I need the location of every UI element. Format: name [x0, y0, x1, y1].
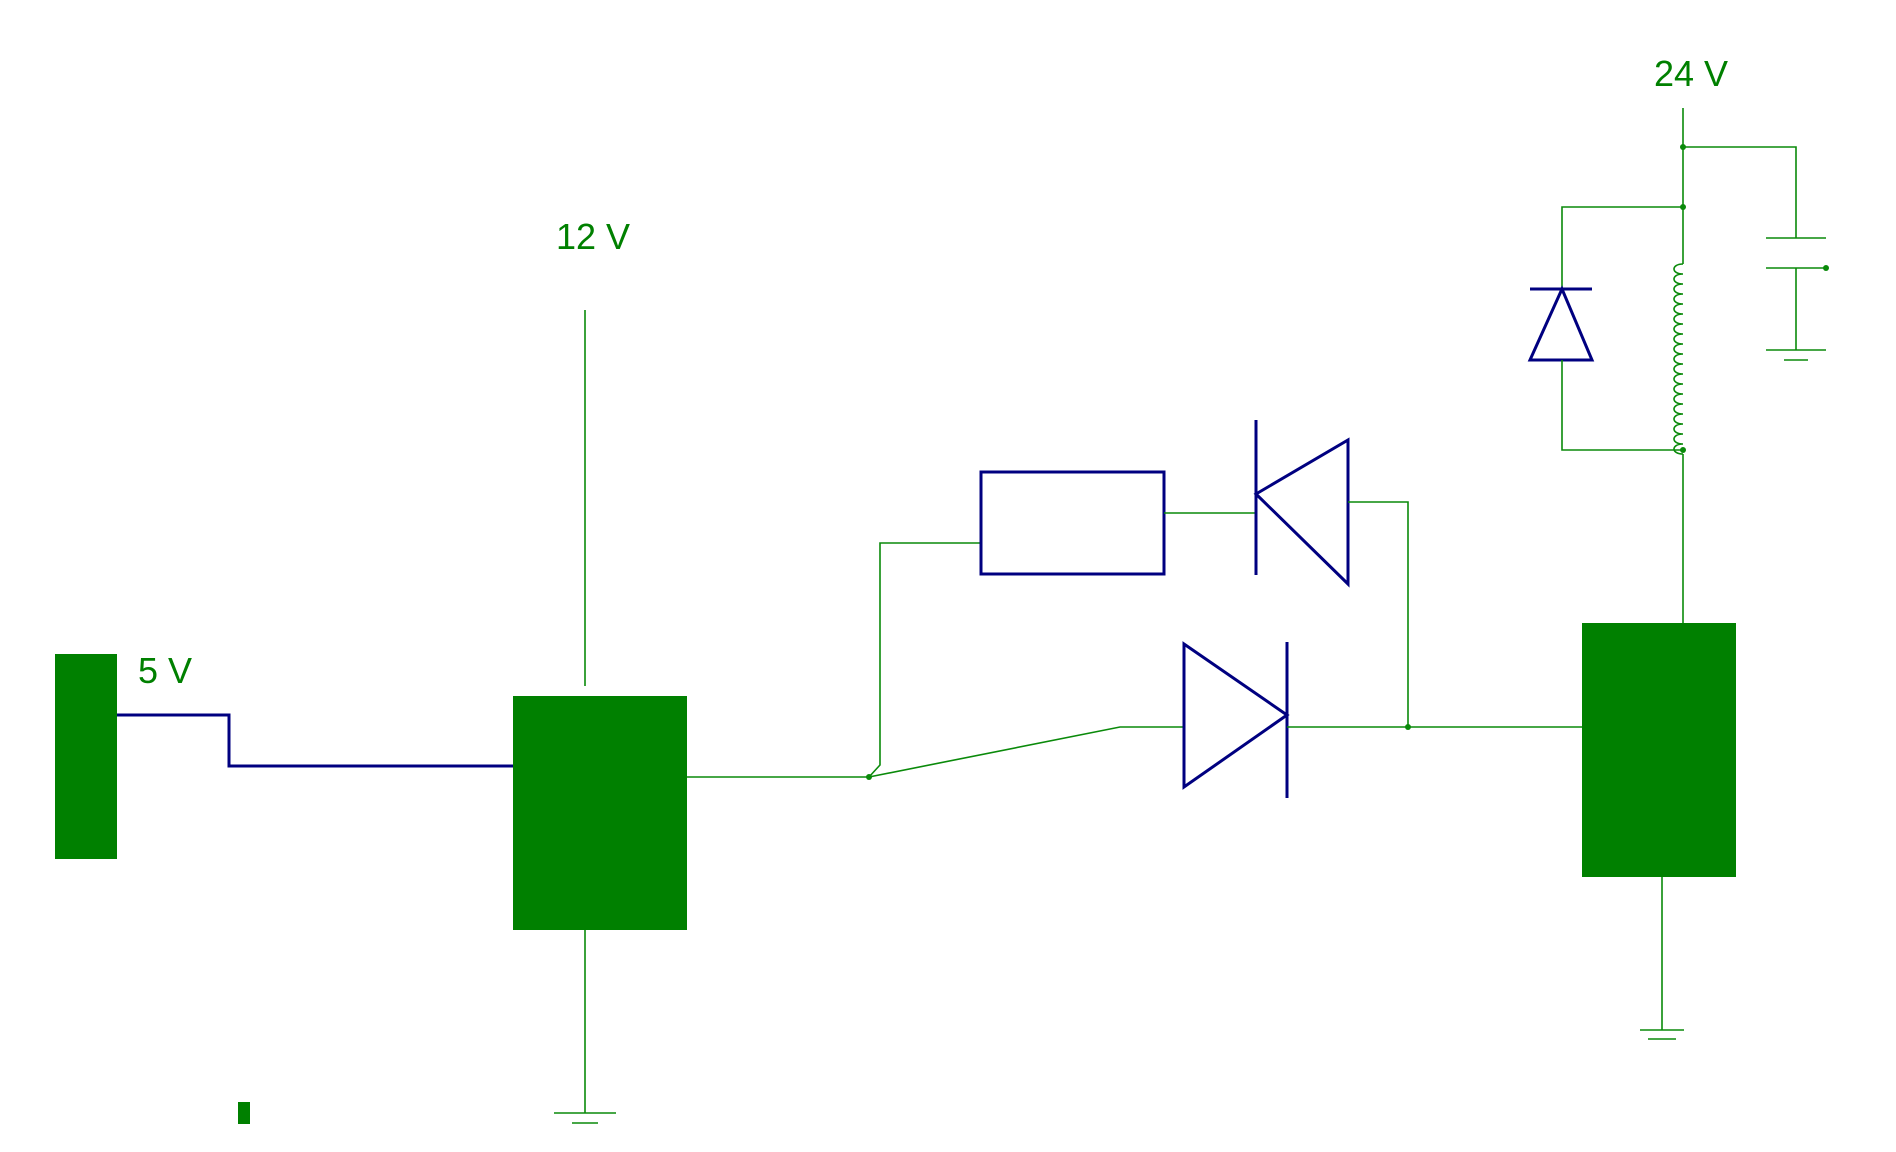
diode-lower: [1182, 641, 1290, 798]
label-12v: 12 V: [556, 216, 630, 257]
relay-coil: [1673, 263, 1684, 455]
label-24v: 24 V: [1654, 53, 1728, 94]
wire-flyback-bottom: [1561, 360, 1683, 451]
driver-block-12v: [513, 696, 687, 930]
flyback-diode: [1527, 285, 1595, 362]
wire-upper-diode-to-node: [1348, 501, 1409, 727]
switch-block-24v: [1582, 623, 1736, 877]
capacitor: [1766, 237, 1826, 269]
ground-symbol-switch: [1640, 1029, 1684, 1040]
wire-flyback-top: [1561, 206, 1683, 289]
ground-symbol-driver: [554, 1112, 616, 1124]
resistor: [979, 470, 1166, 576]
wire-to-capacitor: [1683, 146, 1797, 238]
marker-block: [238, 1102, 250, 1124]
junction-coil-bottom: [1680, 447, 1686, 453]
source-block-5v: [55, 654, 117, 859]
ground-symbol-capacitor: [1766, 349, 1826, 361]
wire-to-lower-diode: [868, 726, 1184, 778]
capacitor-pin: [1823, 265, 1829, 271]
signal-wire-5v: [117, 713, 513, 768]
label-5v: 5 V: [138, 650, 192, 691]
diode-upper: [1253, 420, 1350, 588]
wire-to-resistor: [868, 542, 981, 778]
